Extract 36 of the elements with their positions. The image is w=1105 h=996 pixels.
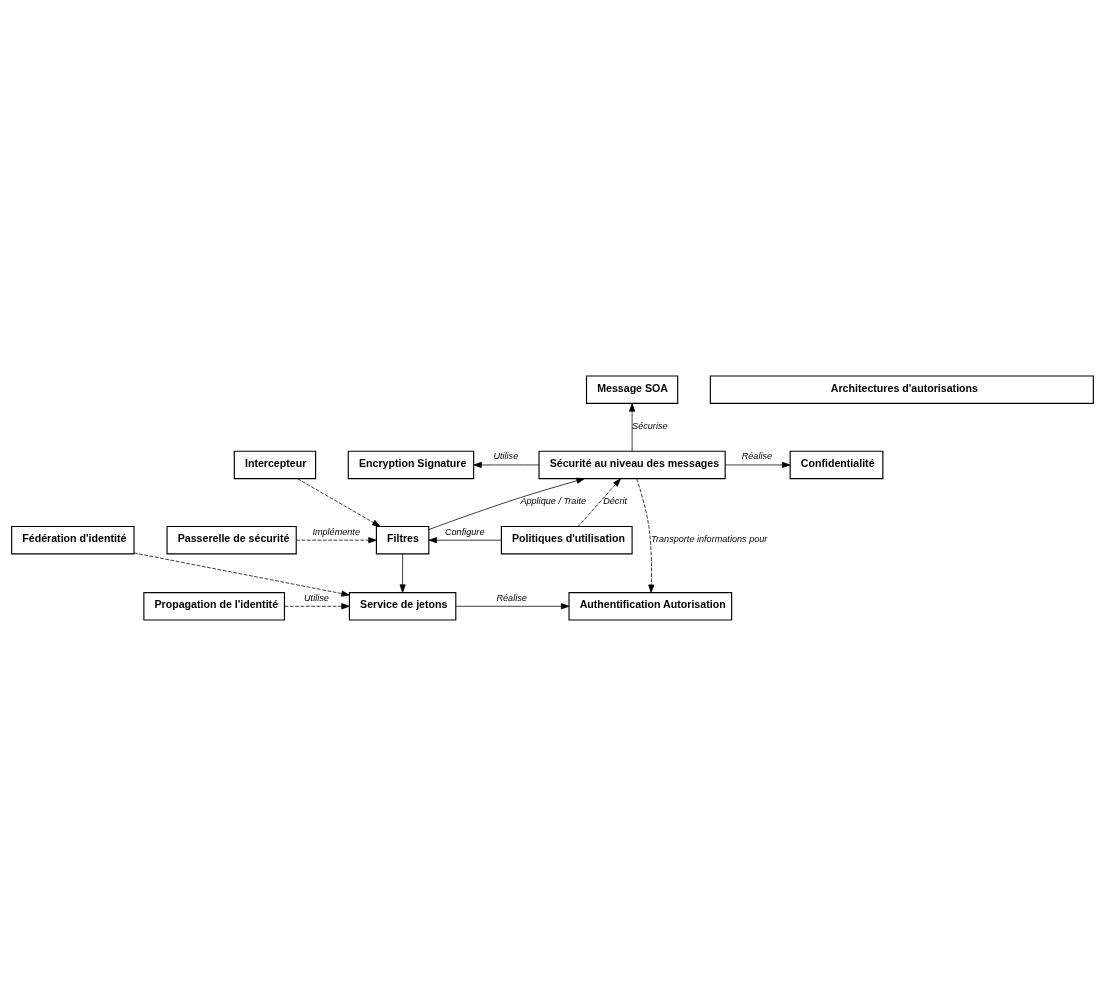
arrow (724, 461, 791, 468)
node-box: Authentification Autorisation (568, 592, 733, 621)
arrow (284, 603, 350, 610)
arrow (473, 461, 540, 468)
arrow (399, 553, 406, 593)
node-box: Filtres (375, 525, 430, 555)
node-box: Message SOA (585, 375, 679, 404)
node-box: Fédération d'identité (11, 525, 135, 555)
edge-label: Réalise (496, 592, 527, 603)
arrow (629, 403, 636, 452)
node-box: Propagation de l'identité (143, 592, 285, 621)
node-box: Politiques d'utilisation (500, 525, 633, 555)
edge-label: Implémente (312, 526, 360, 537)
node-box: Architectures d'autorisations (709, 375, 1094, 404)
arrow (297, 478, 381, 527)
node-box: Sécurité au niveau des messages (538, 450, 726, 480)
edge-label: Utilise (304, 592, 329, 603)
edge-label: Transporte informations pour (651, 533, 768, 544)
node-box: Passerelle de sécurité (166, 525, 297, 555)
edge-label: Sécurise (632, 420, 668, 431)
node-box: Service de jetons (348, 592, 457, 621)
arrow (295, 537, 377, 544)
arrow (455, 603, 570, 610)
edge-label: Utilise (493, 451, 519, 462)
edge-label: Réalise (741, 451, 773, 462)
node-box: Confidentialité (789, 450, 884, 480)
node-box: Encryption Signature (347, 450, 475, 480)
edge-label: Applique / Traite (520, 496, 587, 507)
arrow (577, 478, 621, 527)
arrow (428, 537, 502, 544)
edge-label: Décrit (603, 496, 628, 507)
arrow (428, 477, 585, 530)
arrow (133, 552, 350, 597)
arrow (636, 478, 655, 593)
edge-label: Configure (444, 526, 485, 537)
node-box: Intercepteur (233, 450, 317, 480)
